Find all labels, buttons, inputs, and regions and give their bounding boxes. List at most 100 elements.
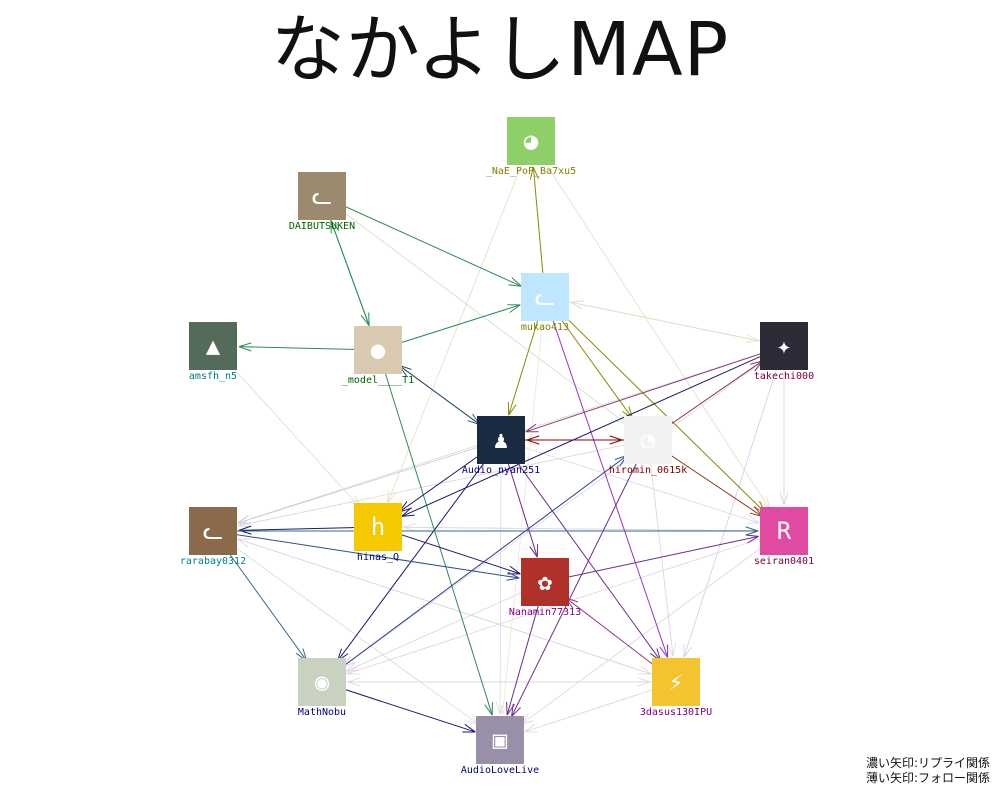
user-node: ▲amsfh_n5 bbox=[148, 322, 278, 392]
arrowhead bbox=[330, 220, 340, 231]
green-hair-character-icon: ◕ bbox=[507, 117, 555, 165]
edge-reply bbox=[544, 296, 766, 514]
user-node: ⚡3dasus130IPU bbox=[611, 658, 741, 728]
user-node: ●_model____T1 bbox=[313, 326, 443, 396]
arrowhead bbox=[237, 538, 249, 548]
arrowhead bbox=[464, 723, 476, 733]
edge-follow bbox=[647, 439, 674, 657]
character-figure-icon: ◉ bbox=[298, 658, 346, 706]
arrowhead bbox=[532, 166, 539, 180]
arrowhead bbox=[637, 677, 651, 683]
edge-reply bbox=[377, 349, 493, 716]
user-name-label: amsfh_n5 bbox=[188, 371, 238, 382]
arrowhead bbox=[387, 492, 397, 504]
arrowhead bbox=[609, 435, 623, 441]
arrowhead bbox=[508, 284, 522, 287]
user-name-label: AudioLoveLive bbox=[460, 765, 540, 776]
arrowhead bbox=[506, 701, 508, 716]
yellow-character-icon: h bbox=[354, 503, 402, 551]
arrowhead bbox=[747, 535, 759, 544]
user-node: ◔hiromin_0615k bbox=[583, 416, 713, 486]
user-name-label: Nanamin77313 bbox=[508, 607, 582, 618]
user-name-label: DAIBUTSUKEN bbox=[288, 221, 356, 232]
red-figure-icon: ♟ bbox=[477, 416, 525, 464]
page-title: なかよしMAP bbox=[270, 7, 730, 93]
arrowhead bbox=[609, 439, 623, 445]
arrowhead bbox=[683, 646, 692, 658]
arrowhead bbox=[526, 435, 540, 441]
arrowhead bbox=[511, 277, 522, 287]
red-hair-character-icon: ✿ bbox=[521, 558, 569, 606]
arrowhead bbox=[529, 166, 534, 180]
user-node: ✿Nanamin77313 bbox=[480, 558, 610, 628]
edge-follow bbox=[524, 681, 677, 733]
edge-follow bbox=[683, 345, 785, 658]
edge-reply bbox=[321, 681, 476, 733]
arrowhead bbox=[526, 439, 540, 445]
arrowhead bbox=[345, 669, 359, 672]
arrowhead bbox=[508, 404, 517, 416]
arrowhead bbox=[499, 701, 504, 715]
user-name-label: 3dasus130IPU bbox=[639, 707, 713, 718]
user-name-label: takechi000 bbox=[753, 371, 815, 382]
arrowhead bbox=[745, 340, 759, 343]
arrowhead bbox=[637, 681, 651, 687]
pink-hair-character-icon: R bbox=[760, 507, 808, 555]
user-name-label: _NaE_PoP_Ba7xu5 bbox=[485, 166, 577, 177]
arrowhead bbox=[484, 704, 493, 716]
arrowhead bbox=[360, 315, 370, 326]
user-name-label: MathNobu bbox=[297, 707, 347, 718]
legend: 濃い矢印:リプライ関係 薄い矢印:フォロー関係 bbox=[866, 756, 990, 786]
arrowhead bbox=[748, 515, 760, 524]
edge-reply bbox=[321, 455, 628, 683]
edge-follow bbox=[237, 439, 502, 524]
edge-follow bbox=[530, 140, 771, 510]
event-photo-icon: ▣ bbox=[476, 716, 524, 764]
arrowhead bbox=[238, 518, 250, 527]
arrowhead bbox=[667, 644, 674, 657]
edge-reply bbox=[321, 195, 522, 287]
cat-photo-icon: ᓚ bbox=[298, 172, 346, 220]
arrowhead bbox=[346, 665, 358, 675]
dessert-photo-icon: ● bbox=[354, 326, 402, 374]
legend-follow: 薄い矢印:フォロー関係 bbox=[865, 771, 990, 785]
street-photo-icon: ▲ bbox=[189, 322, 237, 370]
cat-drawing-icon: ᓚ bbox=[521, 273, 569, 321]
anime-character-icon: ✦ bbox=[760, 322, 808, 370]
user-node: ✦takechi000 bbox=[719, 322, 849, 392]
arrowhead bbox=[659, 646, 669, 658]
edge-follow bbox=[387, 140, 532, 503]
user-name-label: seiran0401 bbox=[753, 556, 815, 567]
arrowhead bbox=[570, 300, 584, 303]
arrowhead bbox=[779, 492, 785, 506]
cat-photo-icon: ᓚ bbox=[189, 507, 237, 555]
user-node: ◕_NaE_PoP_Ba7xu5 bbox=[466, 117, 596, 187]
edge-follow bbox=[544, 296, 759, 342]
arrowhead bbox=[640, 665, 652, 675]
edge-follow bbox=[237, 538, 677, 683]
user-name-label: hinas_Q bbox=[356, 552, 400, 563]
edge-follow bbox=[520, 530, 785, 725]
jolteon-icon: ⚡ bbox=[652, 658, 700, 706]
arrowhead bbox=[745, 530, 759, 536]
legend-reply: 濃い矢印:リプライ関係 bbox=[865, 756, 990, 770]
arrowhead bbox=[347, 681, 361, 687]
edge-reply bbox=[544, 535, 759, 583]
user-name-label: hiromin_0615k bbox=[608, 465, 688, 476]
arrowhead bbox=[511, 707, 521, 718]
user-node: ◉MathNobu bbox=[257, 658, 387, 728]
edge-follow bbox=[342, 345, 785, 668]
edge-reply bbox=[525, 345, 785, 433]
arrowhead bbox=[506, 577, 520, 581]
arrowhead bbox=[570, 301, 582, 310]
edge-reply bbox=[511, 439, 649, 717]
arrowhead bbox=[509, 304, 521, 313]
arrowhead bbox=[238, 342, 252, 348]
edge-follow bbox=[321, 195, 628, 425]
arrowhead bbox=[511, 703, 514, 717]
